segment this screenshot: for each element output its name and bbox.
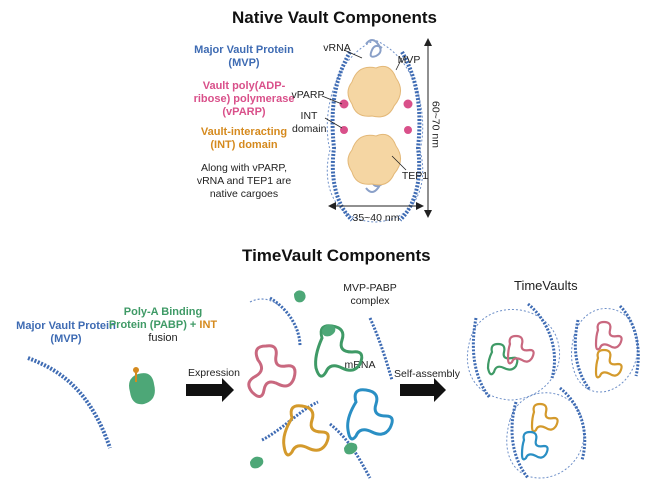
legend-note: Along with vPARP, vRNA and TEP1 are nati… <box>196 162 292 200</box>
label-tep1: TEP1 <box>401 170 429 182</box>
legend-mvp: Major Vault Protein (MVP) <box>194 44 294 69</box>
timevault-title: TimeVault Components <box>242 246 431 265</box>
label-vrna: vRNA <box>323 42 351 54</box>
label-width: 35~40 nm <box>352 212 400 224</box>
legend-vparp: Vault poly(ADP-ribose) polymerase (vPARP… <box>193 80 295 118</box>
label-int-domain: INT domain <box>292 110 327 135</box>
legend-int: Vault-interacting (INT) domain <box>200 126 288 151</box>
tv-label-pabp: Poly-A Binding Protein (PABP) + INT fusi… <box>108 306 218 345</box>
native-vault-title: Native Vault Components <box>232 8 437 27</box>
tv-label-mvp: Major Vault Protein (MVP) <box>16 320 116 345</box>
fusion-text: fusion <box>148 332 178 344</box>
label-expression: Expression <box>188 367 240 379</box>
label-timevaults: TimeVaults <box>514 278 578 293</box>
label-mvp: MVP <box>397 54 421 66</box>
int-text: INT <box>199 319 218 331</box>
label-vparp: vPARP <box>291 89 325 101</box>
label-self-assembly: Self-assembly <box>394 368 460 380</box>
pabp-text: Poly-A Binding Protein (PABP) + <box>108 306 203 331</box>
label-complex: MVP-PABP complex <box>343 282 397 307</box>
